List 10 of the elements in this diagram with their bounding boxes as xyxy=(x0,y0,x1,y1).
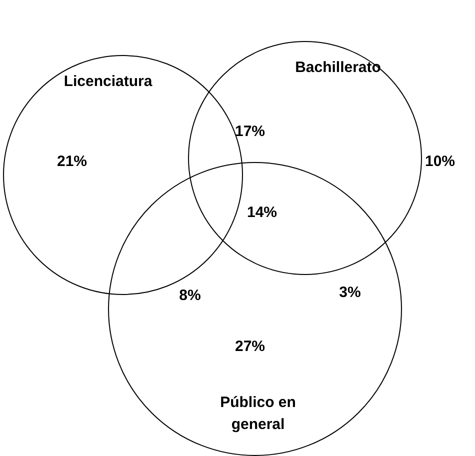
region-percentage: 8% xyxy=(178,287,202,305)
set-name: Público en general xyxy=(219,393,297,435)
region-percentage: 17% xyxy=(234,123,266,141)
region-percentage: 21% xyxy=(56,153,88,171)
region-percentage: 3% xyxy=(338,284,362,302)
region-percentage: 27% xyxy=(234,338,266,356)
region-percentage: 14% xyxy=(246,204,278,222)
set-name: Licenciatura xyxy=(62,72,154,92)
set-name: Bachillerato xyxy=(294,58,382,78)
region-percentage: 10% xyxy=(424,153,456,171)
